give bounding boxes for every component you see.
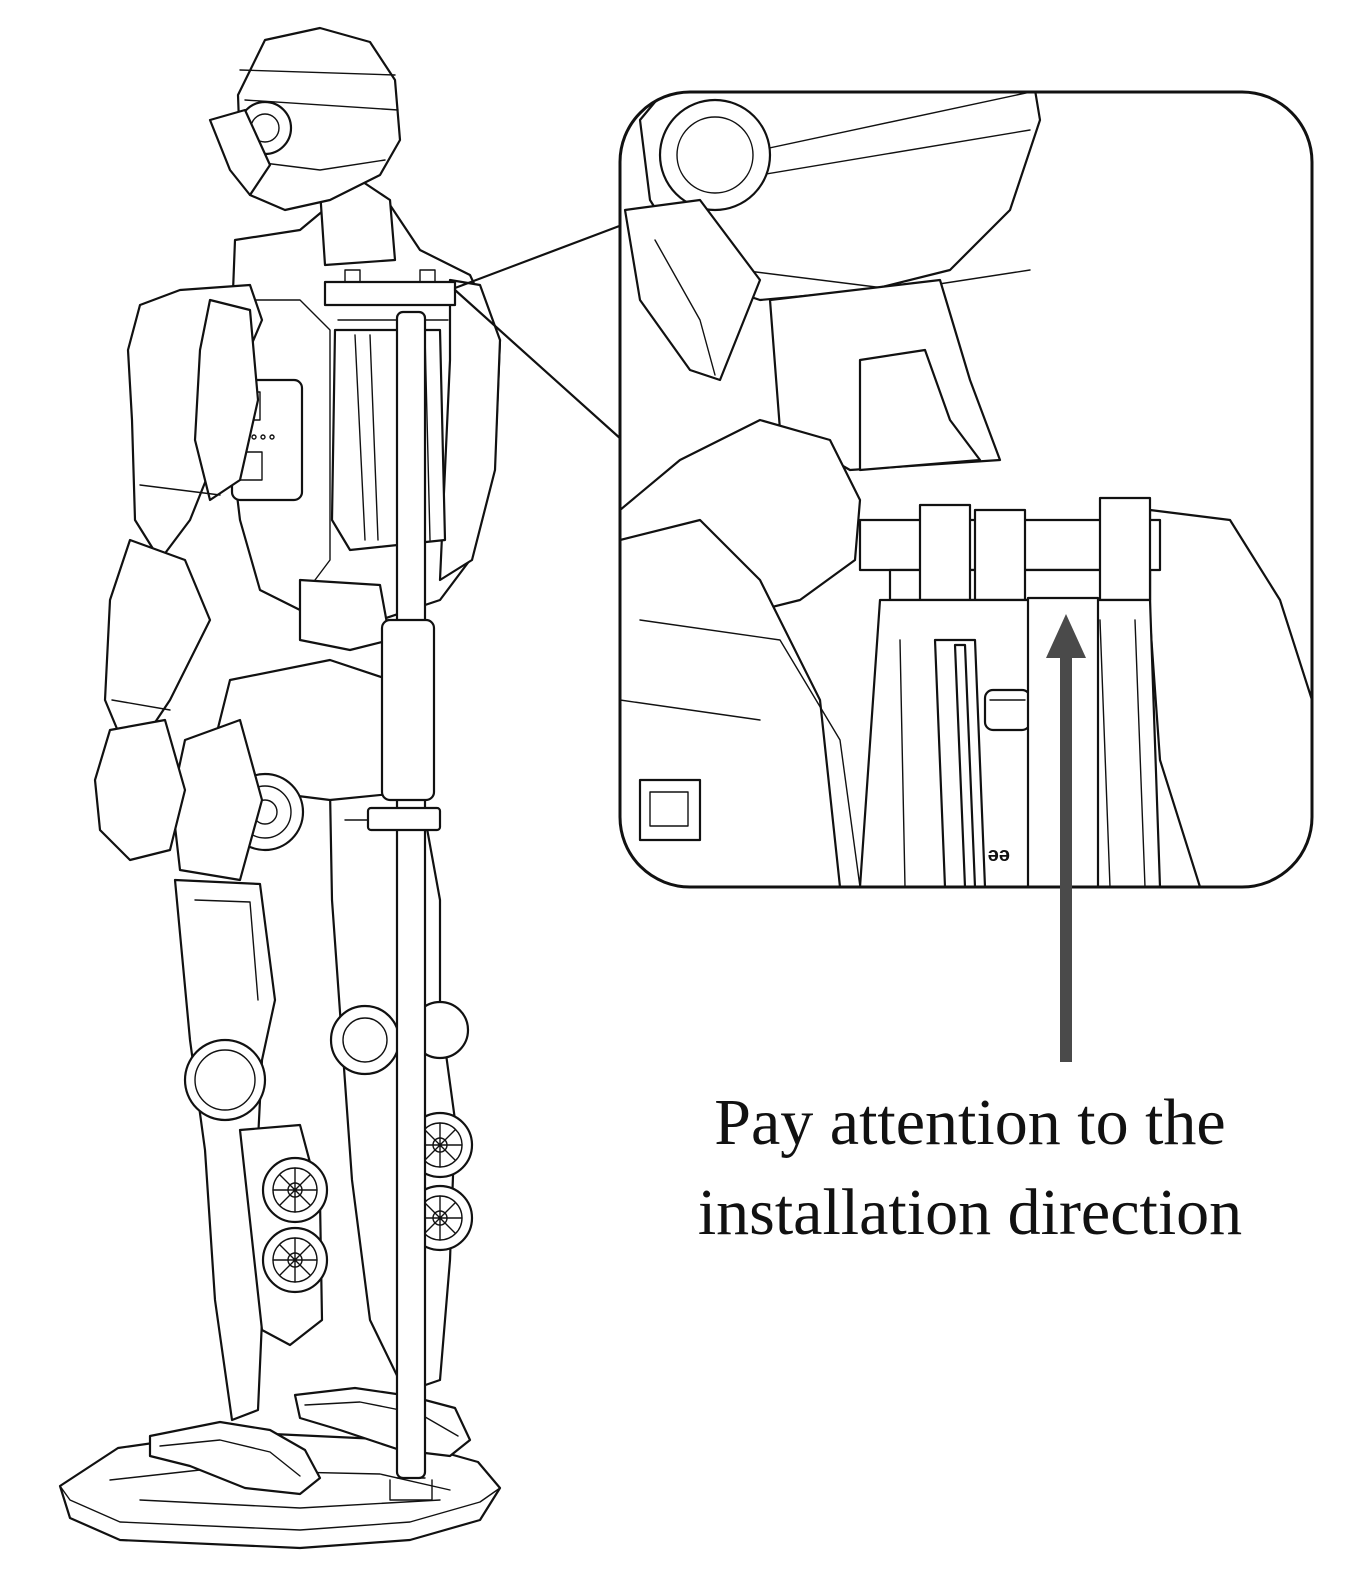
stand-pole [366, 310, 442, 1501]
up-arrow-icon [1046, 614, 1086, 1062]
zoomed-detail: ee [620, 92, 1312, 887]
foot-left [148, 1420, 322, 1496]
arm-right [298, 278, 502, 652]
head [208, 26, 402, 212]
installation-direction-note: Pay attention to the installation direct… [650, 1078, 1290, 1258]
callout-pointer [453, 223, 624, 290]
calf-wheel-left-upper [261, 1156, 329, 1224]
logo-mark: ee [988, 845, 1010, 867]
caption-line-1: Pay attention to the [714, 1086, 1226, 1159]
foot-right [293, 1386, 472, 1458]
callout-frame [618, 90, 1314, 889]
zoom-callout: ee [453, 90, 1314, 889]
calf-wheel-left-lower [261, 1226, 329, 1294]
caption-line-2: installation direction [697, 1176, 1243, 1249]
hip [170, 658, 432, 882]
robot-with-stand [58, 26, 502, 1550]
leg-left [173, 878, 329, 1422]
arm-left [93, 283, 264, 862]
